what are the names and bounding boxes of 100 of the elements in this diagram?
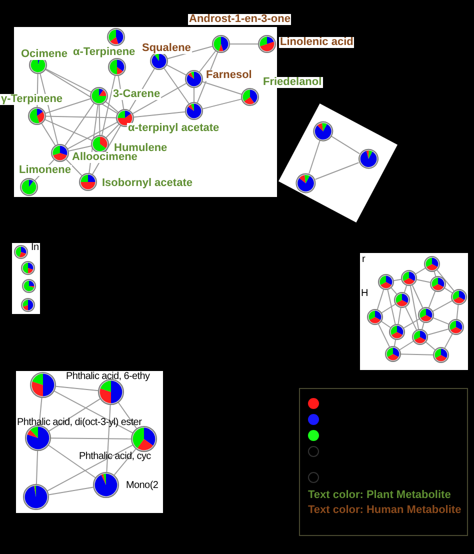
pie-chart-node bbox=[108, 58, 126, 76]
pie-chart-node bbox=[51, 144, 69, 162]
pie-chart-node bbox=[185, 70, 203, 88]
network-edge bbox=[46, 68, 92, 92]
network-edge bbox=[164, 68, 190, 104]
note-text: H bbox=[361, 289, 368, 299]
cluster-panel bbox=[12, 243, 40, 314]
node-label: Farnesol bbox=[205, 70, 253, 81]
node-label: 3-Carene bbox=[112, 89, 162, 100]
network-edge bbox=[410, 285, 420, 330]
pie-chart-node bbox=[448, 319, 464, 335]
network-edge bbox=[381, 304, 396, 314]
pie-chart-node bbox=[28, 107, 46, 125]
network-edge bbox=[434, 271, 436, 277]
pie-chart-node bbox=[394, 292, 410, 308]
node-label: In bbox=[31, 243, 39, 253]
node-label: Androst-1-en-3-one bbox=[188, 14, 292, 25]
pie-chart-node bbox=[14, 245, 28, 259]
network-edge bbox=[415, 268, 426, 274]
network-edge bbox=[64, 102, 94, 146]
pie-chart-node bbox=[367, 309, 383, 325]
pie-chart-node bbox=[22, 279, 36, 293]
network-edge bbox=[376, 289, 384, 310]
network-edge bbox=[167, 46, 213, 60]
note-text: r bbox=[362, 255, 366, 265]
network-edge bbox=[202, 81, 242, 95]
network-edge bbox=[54, 390, 134, 434]
network-edge bbox=[416, 279, 431, 283]
pie-chart-node bbox=[21, 298, 35, 312]
network-edge bbox=[48, 444, 96, 478]
pie-chart-node bbox=[389, 324, 405, 340]
node-label: Alloocimene bbox=[71, 152, 138, 163]
network-edge bbox=[405, 306, 417, 330]
node-label: Phthalic acid, cyc bbox=[79, 452, 151, 462]
node-label: α-terpinyl acetate bbox=[127, 123, 220, 134]
network-edge bbox=[308, 140, 320, 174]
network-edge bbox=[114, 448, 136, 476]
node-label: Friedelanol bbox=[262, 77, 323, 88]
network-edge bbox=[106, 404, 111, 473]
network-edge bbox=[432, 317, 450, 325]
network-edge bbox=[48, 486, 94, 496]
network-edge bbox=[98, 104, 100, 136]
network-edge bbox=[428, 290, 436, 308]
network-edge bbox=[45, 69, 118, 114]
network-edge bbox=[444, 334, 453, 348]
node-label: Phthalic acid, di(oct-3-yl) ester bbox=[17, 418, 142, 428]
network-edge bbox=[46, 116, 116, 118]
network-edge bbox=[393, 278, 402, 282]
pie-chart-node bbox=[418, 307, 434, 323]
network-edge bbox=[45, 98, 91, 114]
pie-chart-node bbox=[385, 346, 401, 362]
network-edge bbox=[444, 288, 453, 294]
node-label: Linolenic acid bbox=[279, 37, 354, 48]
network-edge bbox=[390, 287, 398, 295]
network-edge bbox=[427, 328, 449, 336]
network-edge bbox=[101, 75, 116, 136]
pie-chart-node bbox=[433, 347, 449, 363]
pie-chart-node bbox=[91, 135, 109, 153]
network-edge bbox=[398, 307, 402, 325]
network-edge bbox=[426, 342, 436, 350]
network-edge bbox=[44, 119, 92, 141]
network-edge bbox=[199, 50, 216, 72]
pie-chart-node bbox=[430, 276, 446, 292]
pie-chart-node bbox=[241, 88, 259, 106]
network-edge bbox=[105, 101, 119, 113]
network-edge bbox=[387, 289, 396, 325]
network-edge bbox=[41, 123, 56, 146]
network-edge bbox=[55, 386, 99, 392]
node-label: Isobornyl acetate bbox=[101, 178, 194, 189]
network-edge bbox=[412, 284, 424, 308]
network-edge bbox=[106, 124, 120, 138]
pie-chart-node bbox=[30, 372, 56, 398]
network-edge bbox=[394, 339, 396, 347]
network-edge bbox=[40, 73, 58, 145]
pie-chart-node bbox=[212, 35, 230, 53]
pie-chart-node bbox=[424, 256, 440, 272]
network-edge bbox=[399, 340, 414, 350]
pie-chart-node bbox=[185, 102, 203, 120]
network-edge bbox=[456, 304, 459, 320]
network-edge bbox=[118, 402, 138, 429]
network-edge bbox=[432, 300, 452, 312]
pie-chart-node bbox=[25, 425, 51, 451]
network-edge bbox=[436, 270, 454, 292]
pie-chart-node bbox=[378, 274, 394, 290]
network-edge bbox=[48, 398, 100, 432]
node-label: Squalene bbox=[141, 43, 192, 54]
pie-chart-node bbox=[98, 379, 124, 405]
network-edge bbox=[422, 322, 424, 330]
pie-chart-node bbox=[90, 87, 108, 105]
pie-chart-node bbox=[401, 270, 417, 286]
network-edge bbox=[403, 318, 420, 328]
network-edge bbox=[46, 444, 134, 492]
network-edge bbox=[378, 324, 390, 348]
network-edge bbox=[166, 64, 186, 76]
node-label: Ocimene bbox=[20, 49, 68, 60]
note-text: Text color: Plant Metabolite bbox=[308, 490, 451, 501]
node-label: Limonene bbox=[18, 165, 72, 176]
network-edge bbox=[132, 82, 187, 114]
network-edge bbox=[36, 450, 38, 484]
node-label: Mono(2 bbox=[126, 481, 158, 491]
